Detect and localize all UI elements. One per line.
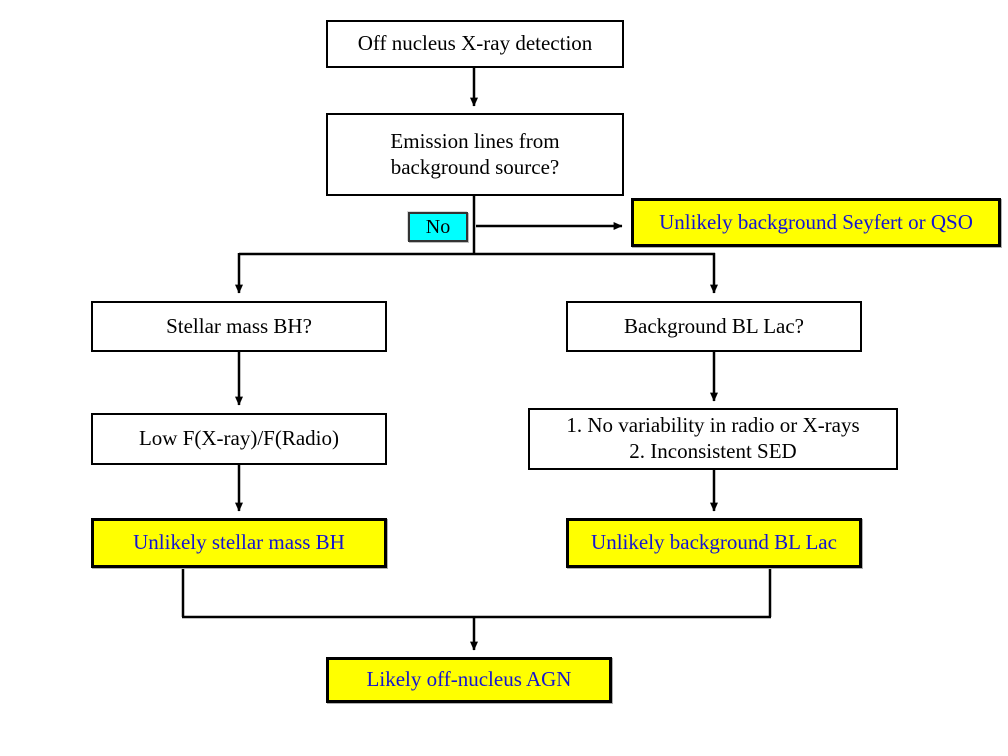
node-label: Off nucleus X-ray detection [357, 31, 593, 56]
node-label: Unlikely background BL Lac [591, 530, 837, 555]
node-label: Background BL Lac? [624, 313, 804, 338]
node-label: Low F(X-ray)/F(Radio) [138, 426, 340, 451]
node-bl-lac-tests[interactable]: 1. No variability in radio or X-rays 2. … [528, 408, 898, 470]
node-no-label[interactable]: No [408, 212, 468, 242]
node-label: No [425, 215, 451, 238]
node-background-bl-lac[interactable]: Background BL Lac? [566, 301, 862, 352]
node-likely-off-nucleus-agn[interactable]: Likely off-nucleus AGN [326, 657, 612, 703]
node-unlikely-background-bl-lac[interactable]: Unlikely background BL Lac [566, 518, 862, 568]
node-label: 1. No variability in radio or X-rays 2. … [566, 413, 860, 463]
node-label: Stellar mass BH? [166, 313, 312, 338]
node-low-flux-xray-radio-ratio[interactable]: Low F(X-ray)/F(Radio) [91, 413, 387, 465]
node-emission-lines-from-background-source[interactable]: Emission lines from background source? [326, 113, 624, 196]
connector-branch-bar [235, 252, 718, 294]
connector-merge-to-agn [181, 568, 772, 651]
node-unlikely-stellar-mass-bh[interactable]: Unlikely stellar mass BH [91, 518, 387, 568]
node-off-nucleus-xray-detection[interactable]: Off nucleus X-ray detection [326, 20, 624, 68]
node-label: Likely off-nucleus AGN [366, 667, 572, 692]
node-label: Emission lines from background source? [390, 128, 560, 179]
node-label: Unlikely background Seyfert or QSO [659, 209, 973, 234]
node-stellar-mass-bh[interactable]: Stellar mass BH? [91, 301, 387, 352]
node-unlikely-background-seyfert-or-qso[interactable]: Unlikely background Seyfert or QSO [631, 198, 1001, 247]
node-label: Unlikely stellar mass BH [133, 530, 345, 555]
